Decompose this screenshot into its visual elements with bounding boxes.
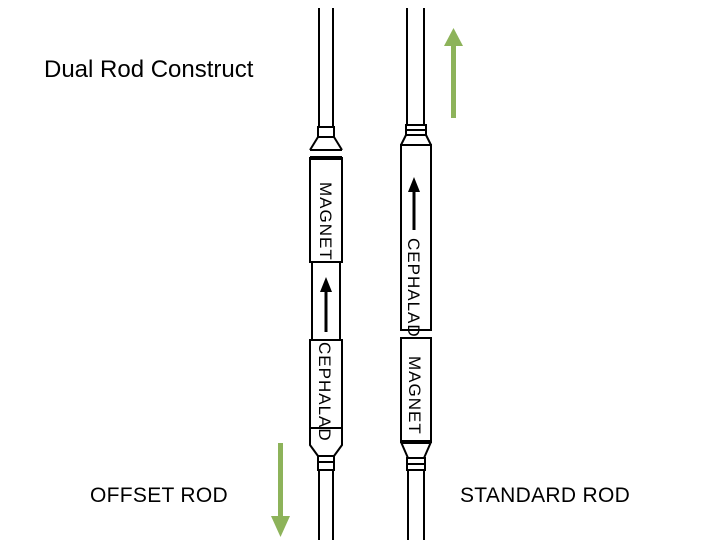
standard-rod-magnet-label: MAGNET <box>405 356 424 435</box>
offset-rod-magnet-housing <box>309 157 343 263</box>
standard-rod-label: STANDARD ROD <box>460 484 631 507</box>
offset-rod-upper-taper <box>309 136 343 151</box>
offset-rod-upper-connector <box>317 126 335 138</box>
offset-rod-label: OFFSET ROD <box>90 484 228 507</box>
offset-rod <box>309 8 343 540</box>
offset-rod-cephalad-section <box>309 339 343 429</box>
offset-rod-lower-taper <box>309 428 343 457</box>
standard-rod <box>400 8 432 540</box>
standard-rod-cephalad-arrow-icon <box>408 177 420 230</box>
standard-rod-cephalad-label: CEPHALAD <box>404 238 423 338</box>
standard-rod-upper-taper <box>400 134 432 146</box>
offset-rod-cephalad-arrow-icon <box>320 277 332 332</box>
diagram-title: Dual Rod Construct <box>44 56 254 83</box>
green-up-arrow-icon <box>444 28 463 118</box>
offset-rod-magnet-label: MAGNET <box>316 182 335 261</box>
standard-rod-cephalad-section <box>400 144 432 331</box>
offset-rod-cephalad-label: CEPHALAD <box>315 342 334 442</box>
standard-rod-lower-taper <box>400 441 432 459</box>
green-down-arrow-icon <box>271 443 290 537</box>
